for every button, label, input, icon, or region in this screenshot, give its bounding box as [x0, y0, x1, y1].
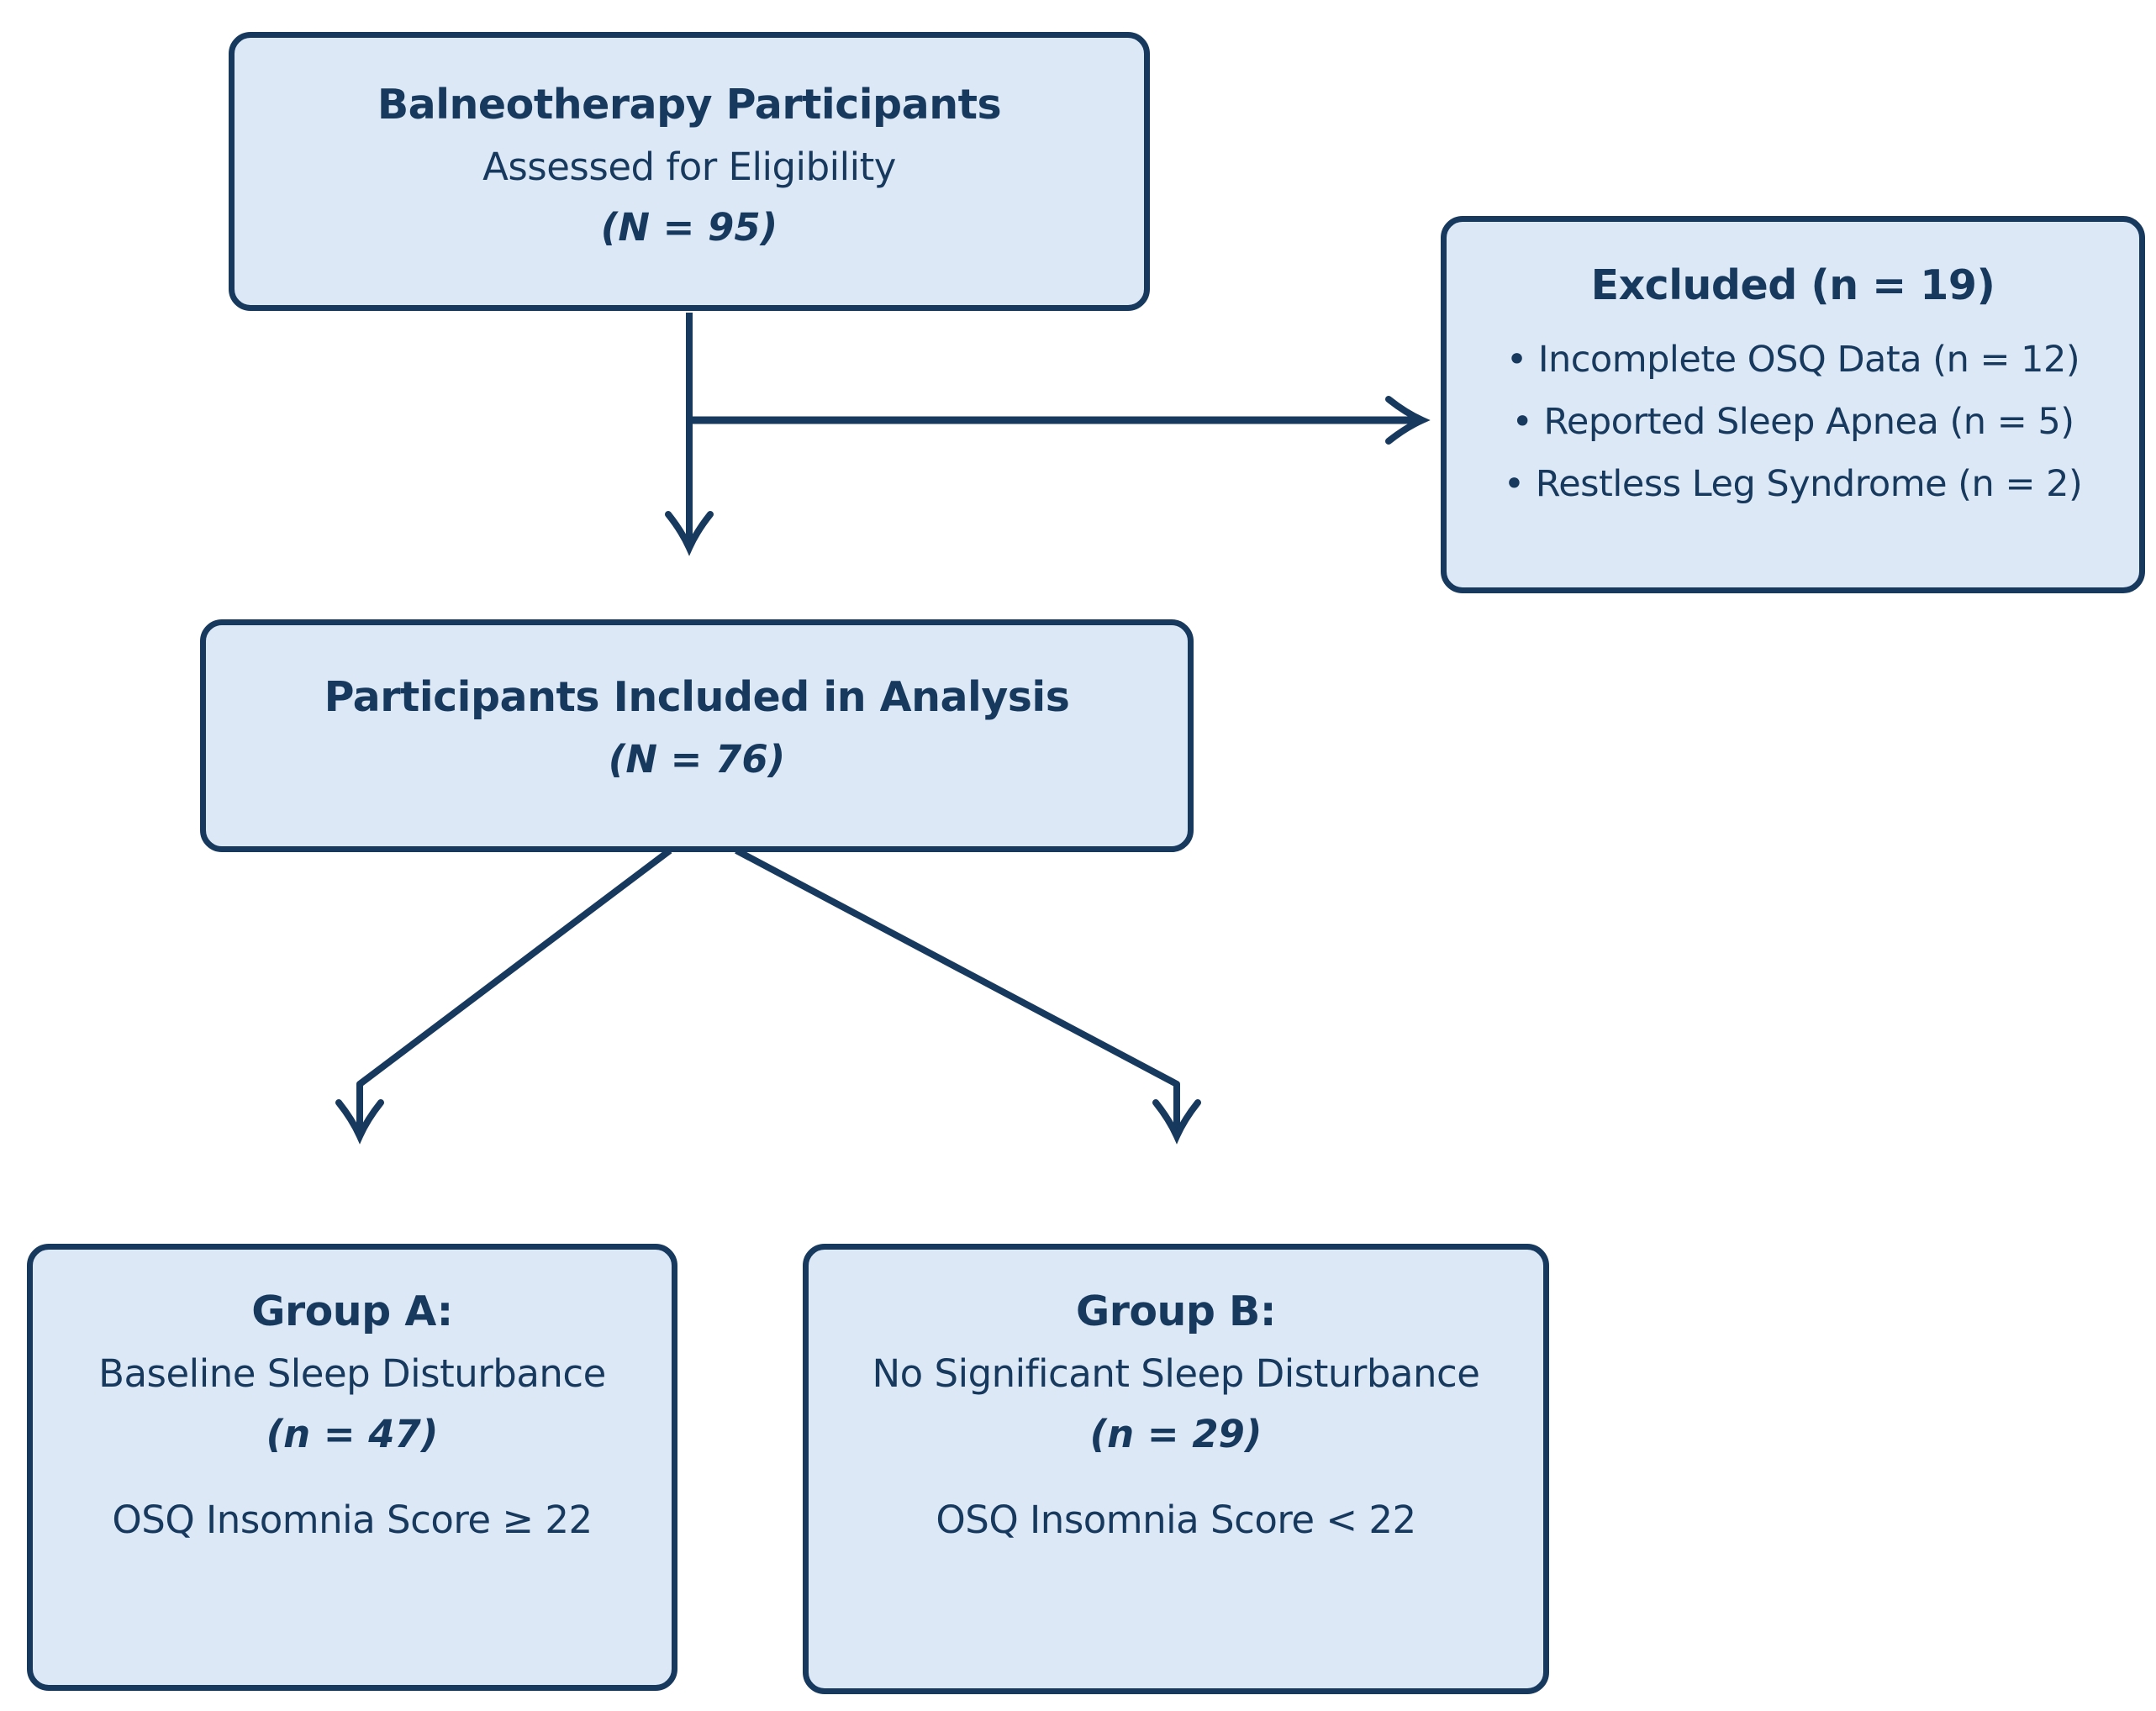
excluded-item: • Reported Sleep Apnea (n = 5) [1511, 400, 2074, 443]
included-count: (N = 76) [608, 736, 786, 782]
box-group-b: Group B: No Significant Sleep Disturbanc… [803, 1244, 1549, 1694]
eligibility-count: (N = 95) [600, 204, 778, 250]
excluded-item: • Restless Leg Syndrome (n = 2) [1503, 462, 2083, 505]
arrow-included-to-group-a [335, 847, 672, 1145]
group-b-count: (n = 29) [1089, 1411, 1262, 1456]
box-excluded: Excluded (n = 19) • Incomplete OSQ Data … [1441, 216, 2145, 593]
eligibility-title: Balneotherapy Participants [377, 81, 1002, 129]
group-b-criteria: OSQ Insomnia Score < 22 [936, 1497, 1416, 1542]
group-b-title: Group B: [1075, 1287, 1277, 1335]
group-a-count: (n = 47) [266, 1411, 439, 1456]
group-b-subtitle: No Significant Sleep Disturbance [872, 1350, 1480, 1396]
box-eligibility: Balneotherapy Participants Assessed for … [229, 32, 1150, 311]
eligibility-subtitle: Assessed for Eligibility [482, 144, 896, 189]
box-included-in-analysis: Participants Included in Analysis (N = 7… [200, 619, 1194, 852]
group-a-title: Group A: [251, 1287, 453, 1335]
box-group-a: Group A: Baseline Sleep Disturbance (n =… [27, 1244, 677, 1691]
included-title: Participants Included in Analysis [324, 673, 1070, 721]
excluded-item: • Incomplete OSQ Data (n = 12) [1505, 338, 2080, 381]
arrow-included-to-group-b [735, 847, 1201, 1145]
excluded-title: Excluded (n = 19) [1590, 261, 1995, 309]
group-a-criteria: OSQ Insomnia Score ≥ 22 [112, 1497, 593, 1542]
group-a-subtitle: Baseline Sleep Disturbance [98, 1350, 606, 1396]
